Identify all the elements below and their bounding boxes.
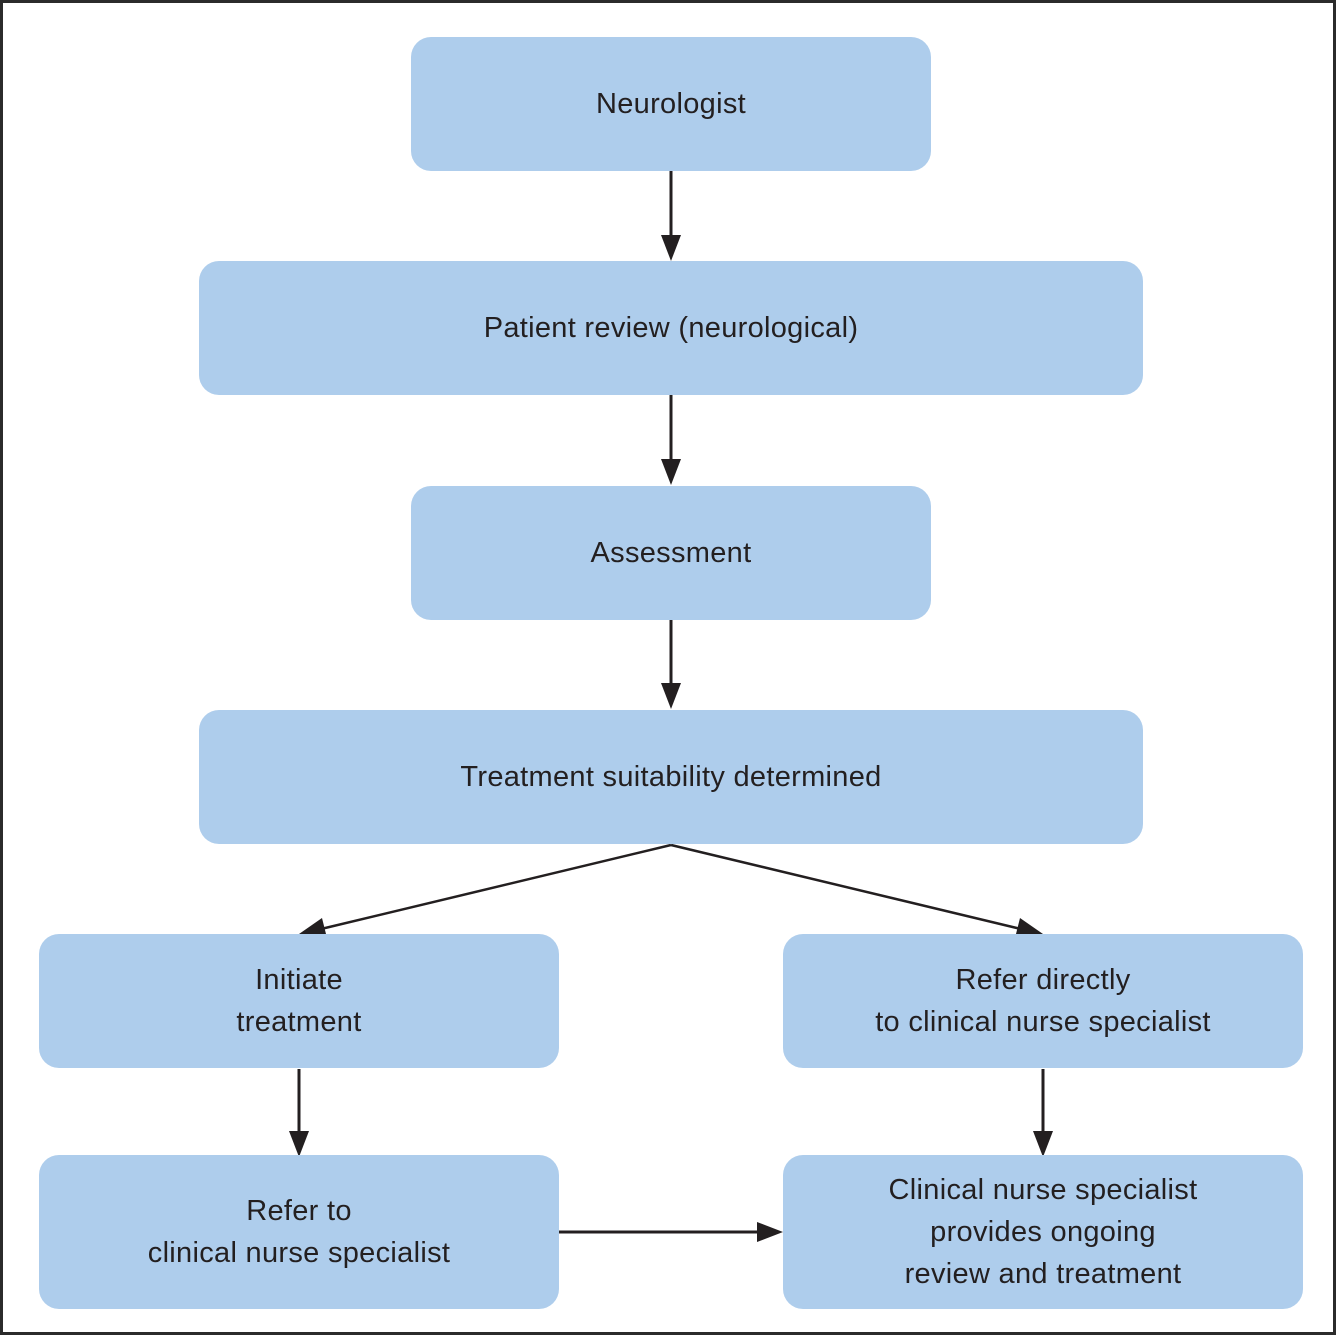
node-patient-review-label: Patient review (neurological) xyxy=(483,312,859,344)
node-treatment-suitability-label: Treatment suitability determined xyxy=(460,761,882,793)
arrowhead-treatment-suitability-to-initiate-treatment xyxy=(299,918,327,938)
arrowhead-assessment-to-treatment-suitability xyxy=(661,683,681,709)
arrow-treatment-suitability-to-initiate-treatment xyxy=(320,843,672,931)
arrowhead-treatment-suitability-to-refer-directly xyxy=(1015,918,1043,938)
arrowhead-refer-directly-to-cns-ongoing xyxy=(1033,1131,1053,1157)
node-refer-to-cns-label: Refer to clinical nurse specialist xyxy=(147,1195,451,1269)
node-neurologist-label: Neurologist xyxy=(596,88,746,120)
connector-layer xyxy=(289,171,1053,1242)
node-assessment-label: Assessment xyxy=(590,537,752,569)
arrowhead-patient-review-to-assessment xyxy=(661,459,681,485)
arrowhead-initiate-treatment-to-refer-to-cns xyxy=(289,1131,309,1157)
node-cns-ongoing: Clinical nurse specialist provides ongoi… xyxy=(783,1155,1303,1309)
node-treatment-suitability: Treatment suitability determined xyxy=(199,710,1143,844)
node-assessment: Assessment xyxy=(411,486,931,620)
node-patient-review: Patient review (neurological) xyxy=(199,261,1143,395)
node-neurologist: Neurologist xyxy=(411,37,931,171)
node-initiate-treatment-label: Initiate treatment xyxy=(236,964,362,1038)
node-cns-ongoing-label: Clinical nurse specialist provides ongoi… xyxy=(888,1174,1198,1290)
arrow-treatment-suitability-to-refer-directly xyxy=(670,843,1022,931)
arrowhead-neurologist-to-patient-review xyxy=(661,235,681,261)
node-refer-directly-label: Refer directly to clinical nurse special… xyxy=(875,964,1211,1038)
arrowhead-refer-to-cns-to-cns-ongoing xyxy=(757,1222,783,1242)
node-initiate-treatment: Initiate treatment xyxy=(39,934,559,1068)
node-refer-directly: Refer directly to clinical nurse special… xyxy=(783,934,1303,1068)
node-refer-to-cns: Refer to clinical nurse specialist xyxy=(39,1155,559,1309)
